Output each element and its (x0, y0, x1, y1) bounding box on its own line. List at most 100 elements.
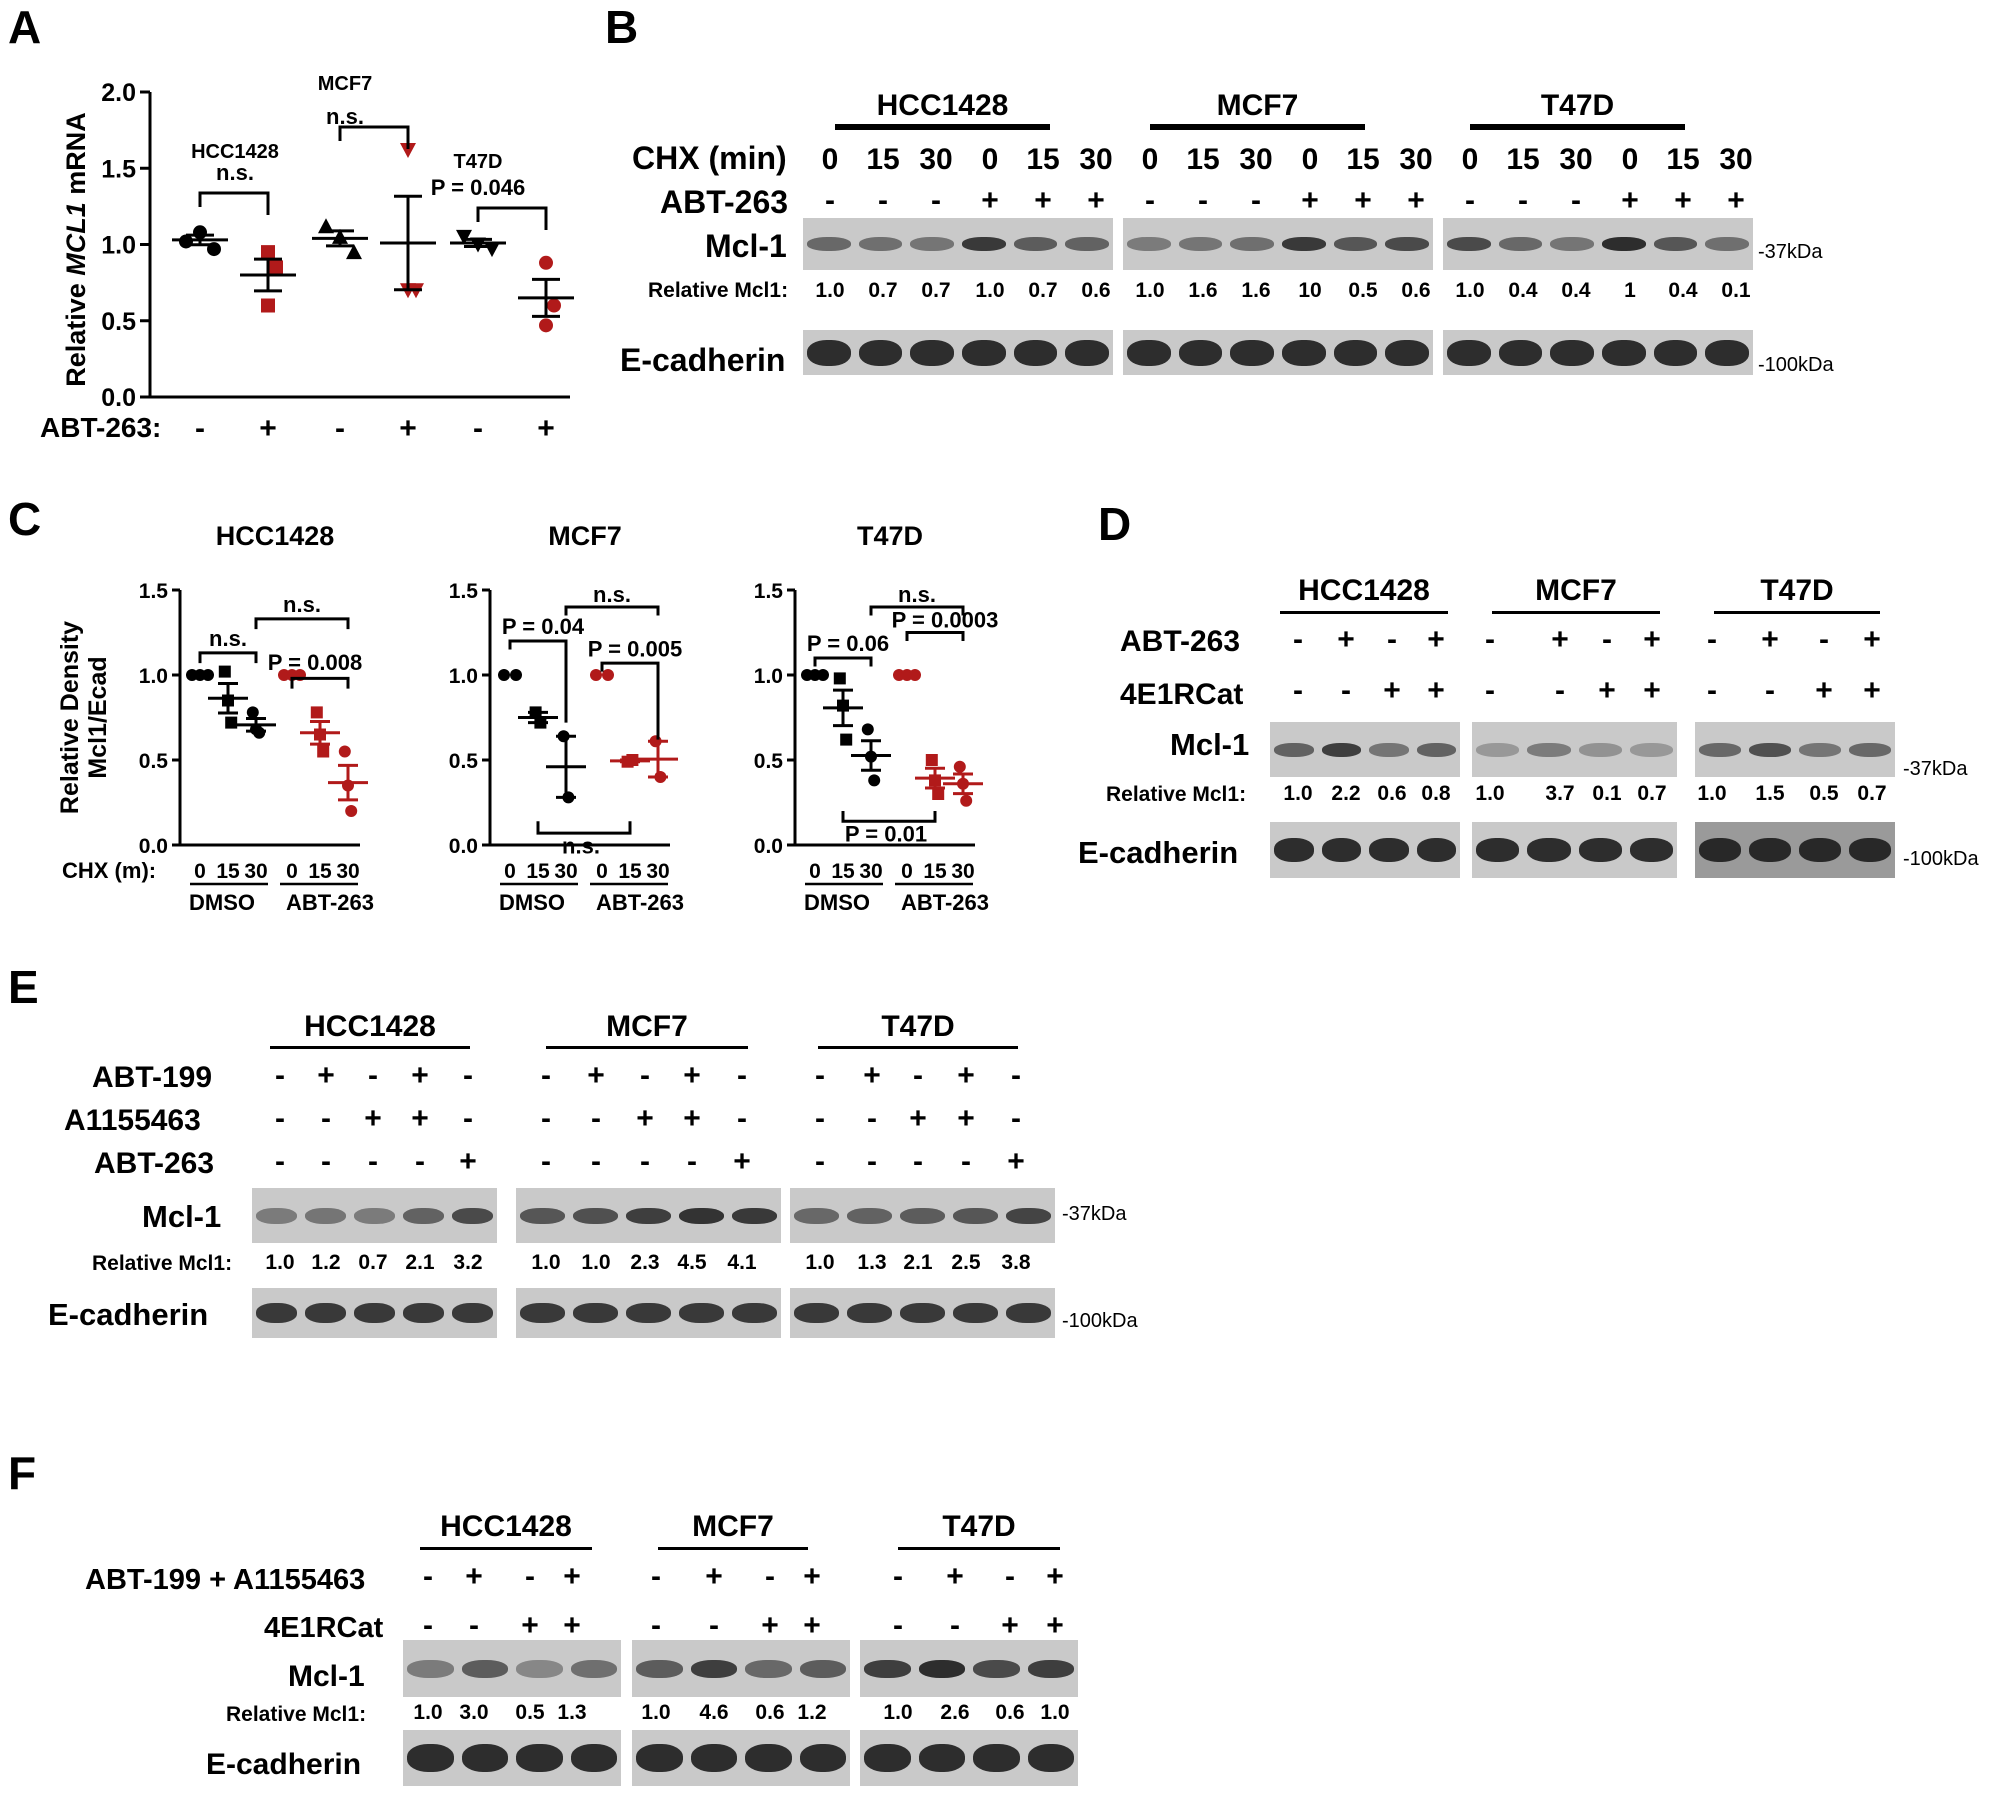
e-abt199-sign: - (368, 1059, 378, 1092)
b-abt263-sign: - (1518, 184, 1528, 217)
e-a1155463-sign: - (275, 1102, 285, 1135)
c-point-MCF7 (510, 669, 522, 681)
c-bracket (813, 656, 873, 667)
b-abt263-sign: - (1465, 184, 1475, 217)
b-mcl1-blot-MCF7 (1123, 218, 1433, 270)
e-a1155463-sign: + (957, 1102, 975, 1135)
e-abt263-sign: - (591, 1145, 601, 1178)
b-mcl1-blot-HCC1428 (803, 218, 1113, 270)
d-relative-mcl1-value: 0.7 (1637, 782, 1667, 805)
e-kda-37: -37kDa (1062, 1203, 1127, 1225)
d-kda-100: -100kDa (1903, 848, 1979, 870)
b-abt263-sign: + (1354, 184, 1372, 217)
c-chart-title-HCC1428: HCC1428 (216, 521, 335, 551)
d-relative-mcl1-value: 0.8 (1421, 782, 1451, 805)
b-chx-value: 30 (919, 143, 953, 176)
d-header-line (1280, 611, 1448, 614)
b-chx-value: 0 (1141, 143, 1159, 176)
e-abt263-sign: - (867, 1145, 877, 1178)
c-chx-tick: 30 (646, 860, 669, 883)
e-a1155463-sign: - (463, 1102, 473, 1135)
e-relative-mcl1-value: 3.8 (1001, 1251, 1031, 1274)
f-mcl1-blot-HCC1428-band (516, 1659, 563, 1678)
f-cell-line-header-T47D: T47D (942, 1510, 1016, 1543)
a-y-tick-label: 2.0 (101, 79, 136, 107)
d-kda-37: -37kDa (1903, 758, 1968, 780)
e-relative-mcl1-value: 1.2 (311, 1251, 341, 1274)
c-y-tick-label: 0.0 (449, 835, 478, 858)
e-mcl1-blot-HCC1428-band (354, 1207, 395, 1224)
e-relative-mcl1-value: 4.5 (677, 1251, 707, 1274)
f-abt199-a1155463-sign: + (563, 1560, 581, 1593)
d-ecad-blot-T47D-band (1799, 838, 1841, 862)
c-y-tick-label: 0.0 (754, 835, 783, 858)
a-point-T47D-dmso (456, 229, 472, 245)
b-chx-value: 30 (1559, 143, 1593, 176)
f-ecad-blot-MCF7-band (799, 1744, 846, 1772)
d-4e1rcat-sign: + (1427, 674, 1445, 707)
b-mcl1-blot-MCF7-band (1230, 237, 1274, 251)
d-4e1rcat-sign: + (1863, 674, 1881, 707)
b-chx-value: 15 (1186, 143, 1220, 176)
e-a1155463-sign: + (364, 1102, 382, 1135)
e-a1155463-label: A1155463 (64, 1104, 201, 1137)
e-abt263-sign: - (541, 1145, 551, 1178)
f-4e1rcat-sign: - (950, 1609, 960, 1642)
e-mcl1-blot-HCC1428-band (305, 1207, 346, 1224)
b-ecad-blot-HCC1428-band (1065, 339, 1109, 366)
b-ecad-blot-HCC1428-band (807, 339, 851, 366)
e-abt199-label: ABT-199 (92, 1061, 213, 1094)
b-chx-value: 15 (1346, 143, 1380, 176)
c-point-HCC1428 (246, 706, 259, 719)
e-ecad-blot-T47D-band (953, 1303, 998, 1323)
b-mcl1-blot-MCF7-band (1333, 237, 1378, 251)
b-chx-value: 0 (821, 143, 839, 176)
f-ecad-blot-HCC1428-band (516, 1744, 563, 1772)
f-relative-mcl1-value: 2.6 (940, 1701, 970, 1724)
c-chx-tick: 30 (244, 860, 267, 883)
b-mcl1-blot-HCC1428-band (807, 237, 851, 251)
f-mcl1-blot-MCF7-band (636, 1659, 683, 1678)
d-4e1rcat-sign: - (1341, 674, 1351, 707)
f-relative-mcl1-value: 0.6 (995, 1701, 1025, 1724)
c-point-T47D (833, 672, 846, 685)
c-point-T47D (861, 723, 874, 736)
a-point-HCC1428-abt (261, 298, 275, 313)
c-point-MCF7 (590, 669, 602, 681)
b-ecad-blot-HCC1428 (803, 330, 1113, 375)
b-mcl1-blot-HCC1428-band (1065, 237, 1109, 251)
b-ecad-blot-HCC1428-band (1013, 339, 1058, 366)
b-relative-mcl1-value: 0.1 (1721, 279, 1751, 302)
d-4e1rcat-sign: + (1383, 674, 1401, 707)
c-y-tick-label: 1.5 (449, 580, 479, 603)
e-abt263-sign: - (640, 1145, 650, 1178)
b-abt263-sign: + (1301, 184, 1319, 217)
e-abt199-sign: + (587, 1059, 605, 1092)
d-mcl1-blot-MCF7-band (1629, 742, 1673, 757)
d-abt263-sign: - (1707, 623, 1717, 656)
e-relative-mcl1-value: 1.0 (531, 1251, 561, 1274)
b-chx-value: 15 (866, 143, 900, 176)
b-cell-line-header-T47D: T47D (1540, 89, 1615, 122)
c-bracket (198, 651, 258, 664)
c-y-tick-label: 1.5 (139, 580, 169, 603)
f-abt199-a1155463-sign: - (423, 1560, 433, 1593)
e-abt263-sign: - (961, 1145, 971, 1178)
panel-letter-b: B (605, 1, 639, 53)
d-relative-mcl1-value: 2.2 (1331, 782, 1361, 805)
e-ecad-blot-MCF7-band (573, 1303, 618, 1323)
d-abt263-sign: - (1293, 623, 1303, 656)
f-relative-mcl1-value: 0.5 (515, 1701, 545, 1724)
e-a1155463-sign: - (867, 1102, 877, 1135)
panel-letter-d: D (1098, 498, 1132, 550)
a-abt263-sign: + (537, 412, 555, 445)
f-abt199-a1155463-sign: + (803, 1560, 821, 1593)
d-relative-mcl1-label: Relative Mcl1: (1106, 783, 1247, 806)
c-annotation: n.s. (283, 592, 321, 617)
d-ecad-blot-HCC1428 (1270, 822, 1460, 878)
c-group-label-dmso: DMSO (189, 890, 255, 915)
a-abt263-sign: - (473, 412, 483, 445)
e-relative-mcl1-value: 2.5 (951, 1251, 981, 1274)
